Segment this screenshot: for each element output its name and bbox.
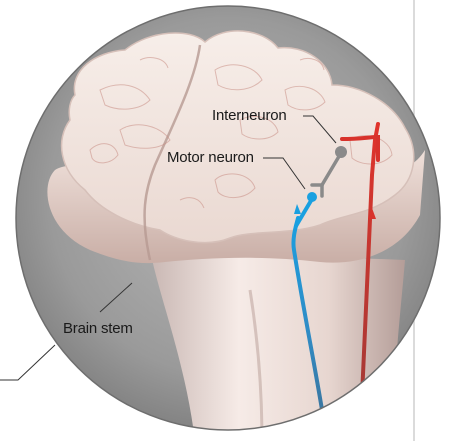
interneuron-label: Interneuron [212, 107, 287, 124]
interneuron-soma [335, 146, 347, 158]
lens-leader [0, 345, 55, 380]
motor-neuron-soma [307, 192, 317, 202]
motor-neuron-label: Motor neuron [167, 149, 254, 166]
brain-stem-label: Brain stem [63, 320, 133, 337]
